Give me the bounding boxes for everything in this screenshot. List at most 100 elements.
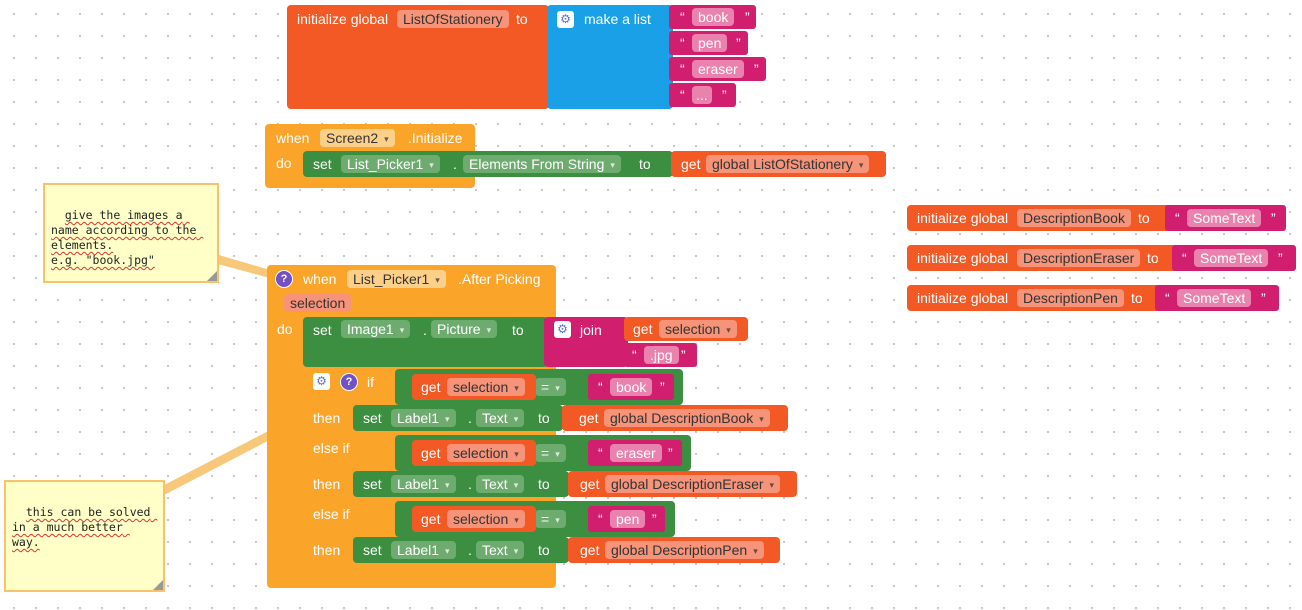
get-description-book-block[interactable]: get global DescriptionBook	[562, 405, 788, 431]
else-if-label: else if	[313, 506, 350, 522]
gear-icon[interactable]: ⚙	[554, 321, 571, 338]
resize-handle[interactable]	[207, 271, 217, 281]
set-label-text-block-book[interactable]: set Label1 . Text to	[353, 405, 563, 431]
get-description-eraser-block[interactable]: get global DescriptionEraser	[568, 471, 797, 497]
comment-note-images[interactable]: give the images a name according to the …	[43, 183, 219, 283]
get-selection-block[interactable]: get selection	[412, 440, 536, 466]
screen-dropdown[interactable]: Screen2	[320, 129, 395, 147]
desc-book-text[interactable]: “ SomeText ”	[1165, 205, 1286, 231]
get-selection-block[interactable]: get selection	[412, 506, 536, 532]
get-list-block[interactable]: get global ListOfStationery	[671, 151, 886, 177]
resize-handle[interactable]	[153, 580, 163, 590]
selection-param[interactable]: selection	[284, 294, 352, 312]
text-block-ellipsis[interactable]: “ ... ”	[669, 83, 736, 107]
set-to: to	[538, 542, 550, 558]
get-label: get	[421, 445, 441, 461]
init-desc-label: initialize global	[917, 250, 1009, 266]
get-label: get	[579, 410, 599, 426]
set-picture-block[interactable]: set Image1 . Picture to	[303, 317, 548, 367]
after-picking-event: .After Picking	[458, 271, 541, 287]
text-value-pen[interactable]: pen	[692, 34, 728, 52]
get-selection-block[interactable]: get selection	[412, 374, 536, 400]
init-desc-to: to	[1138, 210, 1150, 226]
label-dropdown[interactable]: Label1	[391, 409, 456, 427]
desc-pen-value[interactable]: SomeText	[1177, 289, 1252, 307]
init-desc-label: initialize global	[917, 210, 1009, 226]
desc-eraser-value[interactable]: SomeText	[1194, 249, 1269, 267]
after-picking-component-dropdown[interactable]: List_Picker1	[347, 270, 446, 288]
get-description-eraser-dropdown[interactable]: global DescriptionEraser	[605, 475, 781, 493]
image-dropdown[interactable]: Image1	[341, 320, 411, 338]
text-block-eraser[interactable]: “ eraser ”	[669, 57, 766, 81]
join-block[interactable]: ⚙ join	[544, 317, 628, 367]
gear-icon[interactable]: ⚙	[313, 373, 330, 390]
get-selection-dropdown[interactable]: selection	[447, 510, 525, 528]
desc-book-name[interactable]: DescriptionBook	[1017, 209, 1131, 227]
get-selection-dropdown[interactable]: selection	[447, 378, 525, 396]
after-picking-when: when	[303, 271, 337, 287]
init-desc-label: initialize global	[917, 290, 1009, 306]
comment-note-better-way[interactable]: this can be solved in a much better way.	[4, 480, 165, 592]
text-value-ellipsis[interactable]: ...	[692, 86, 712, 104]
set-label: set	[313, 322, 332, 338]
compare-operator-dropdown[interactable]: =	[535, 510, 566, 528]
help-icon[interactable]: ?	[340, 373, 358, 391]
compare-operator-dropdown[interactable]: =	[535, 378, 566, 396]
property-dropdown[interactable]: Elements From String	[463, 155, 621, 173]
desc-book-value[interactable]: SomeText	[1187, 209, 1262, 227]
gear-icon[interactable]: ⚙	[557, 11, 574, 28]
help-icon[interactable]: ?	[275, 270, 293, 288]
get-label: get	[421, 511, 441, 527]
list-name-field[interactable]: ListOfStationery	[397, 10, 509, 28]
text-value-pen[interactable]: pen	[610, 510, 646, 528]
label-dropdown[interactable]: Label1	[391, 541, 456, 559]
text-block-book[interactable]: “ book ”	[588, 374, 674, 400]
text-value-eraser[interactable]: eraser	[692, 60, 744, 78]
text-value-book[interactable]: book	[610, 378, 653, 396]
text-block-pen[interactable]: “ pen ”	[588, 506, 665, 532]
text-value-jpg[interactable]: .jpg	[644, 346, 679, 364]
comment-text: this can be solved in a much better way.	[12, 505, 158, 549]
get-list-dropdown[interactable]: global ListOfStationery	[706, 155, 870, 173]
else-if-label: else if	[313, 440, 350, 456]
label-dropdown[interactable]: Label1	[391, 475, 456, 493]
init-description-book[interactable]: initialize global DescriptionBook to	[907, 205, 1172, 231]
set-label-text-block-eraser[interactable]: set Label1 . Text to	[353, 471, 569, 497]
desc-pen-text[interactable]: “ SomeText ”	[1155, 285, 1279, 311]
desc-eraser-text[interactable]: “ SomeText ”	[1172, 245, 1296, 271]
get-selection-dropdown[interactable]: selection	[659, 320, 737, 338]
desc-eraser-name[interactable]: DescriptionEraser	[1017, 249, 1141, 267]
text-property-dropdown[interactable]: Text	[476, 541, 525, 559]
text-property-dropdown[interactable]: Text	[476, 475, 525, 493]
get-description-pen-block[interactable]: get global DescriptionPen	[568, 537, 780, 563]
text-block-eraser[interactable]: “ eraser ”	[588, 440, 682, 466]
compare-operator-dropdown[interactable]: =	[535, 444, 566, 462]
text-block-book[interactable]: “ book ”	[669, 5, 756, 29]
text-block-jpg[interactable]: “ .jpg ”	[624, 343, 697, 367]
get-label: get	[681, 156, 701, 172]
init-description-pen[interactable]: initialize global DescriptionPen to	[907, 285, 1161, 311]
list-picker-dropdown[interactable]: List_Picker1	[341, 155, 440, 173]
screen-init-event: .Initialize	[408, 130, 463, 146]
make-list-block[interactable]: ⚙ make a list	[547, 5, 673, 109]
text-value-book[interactable]: book	[692, 8, 735, 26]
text-property-dropdown[interactable]: Text	[476, 409, 525, 427]
set-label-text-block-pen[interactable]: set Label1 . Text to	[353, 537, 569, 563]
picture-dropdown[interactable]: Picture	[431, 320, 498, 338]
init-desc-to: to	[1147, 250, 1159, 266]
init-list-block[interactable]: initialize global ListOfStationery to	[287, 5, 549, 109]
get-selection-block[interactable]: get selection	[624, 317, 748, 341]
init-description-eraser[interactable]: initialize global DescriptionEraser to	[907, 245, 1178, 271]
text-value-eraser[interactable]: eraser	[610, 444, 662, 462]
init-list-to: to	[516, 11, 528, 27]
dot-label: .	[468, 542, 472, 558]
get-selection-dropdown[interactable]: selection	[447, 444, 525, 462]
set-label: set	[363, 410, 382, 426]
if-label: if	[367, 374, 374, 390]
get-description-book-dropdown[interactable]: global DescriptionBook	[604, 409, 770, 427]
if-else-block[interactable]: ⚙ ? if then else if then else if then	[305, 369, 395, 577]
desc-pen-name[interactable]: DescriptionPen	[1017, 289, 1124, 307]
get-description-pen-dropdown[interactable]: global DescriptionPen	[605, 541, 764, 559]
text-block-pen[interactable]: “ pen ”	[669, 31, 748, 55]
set-elements-block[interactable]: set List_Picker1 . Elements From String …	[303, 151, 673, 177]
